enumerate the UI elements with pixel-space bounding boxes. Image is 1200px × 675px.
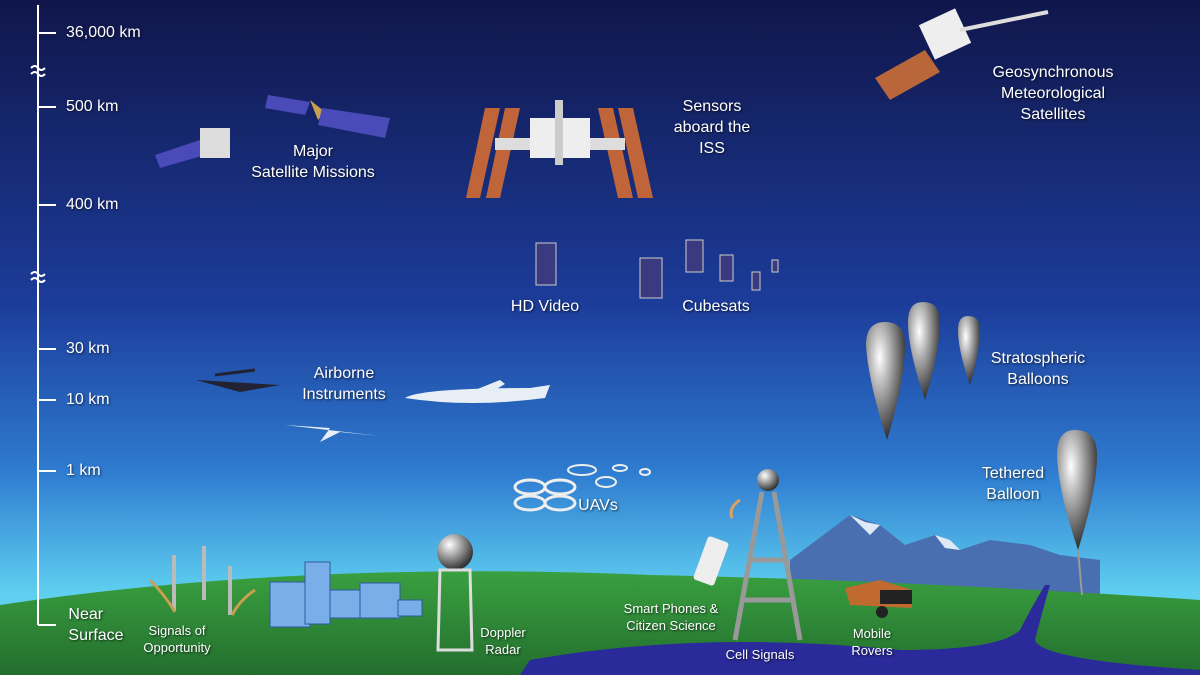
stratospheric-balloons-icon xyxy=(866,302,1097,596)
aircraft-icons xyxy=(196,368,550,442)
tick-10km: 10 km xyxy=(66,391,110,408)
iss-icon xyxy=(466,100,653,198)
tick-36000km: 36,000 km xyxy=(66,24,141,41)
tick-1km: 1 km xyxy=(66,462,101,479)
cell-signals-label: Cell Signals xyxy=(725,647,795,662)
smartphone-icon xyxy=(693,536,729,586)
hd-video-label: HD Video xyxy=(510,298,580,315)
cubesats-label: Cubesats xyxy=(682,298,750,315)
major-satellites-icon xyxy=(155,95,390,168)
tick-30km: 30 km xyxy=(66,340,110,357)
tick-500km: 500 km xyxy=(66,98,119,115)
mountains xyxy=(790,515,1100,600)
phones-label: Smart Phones &Citizen Science xyxy=(623,601,719,633)
buildings-icon xyxy=(269,561,423,628)
tick-400km: 400 km xyxy=(66,196,119,213)
altitude-axis xyxy=(30,5,56,626)
river xyxy=(520,585,1200,675)
uavs-label: UAVs xyxy=(578,497,618,514)
cubesats-icon xyxy=(535,239,779,299)
doppler-radar-icon xyxy=(436,534,474,652)
mobile-rover-icon xyxy=(845,580,912,618)
signal-towers-icon xyxy=(148,546,256,616)
geo-satellite-icon xyxy=(875,8,1049,100)
cell-tower-icon xyxy=(729,469,803,641)
uav-icons xyxy=(513,464,651,512)
